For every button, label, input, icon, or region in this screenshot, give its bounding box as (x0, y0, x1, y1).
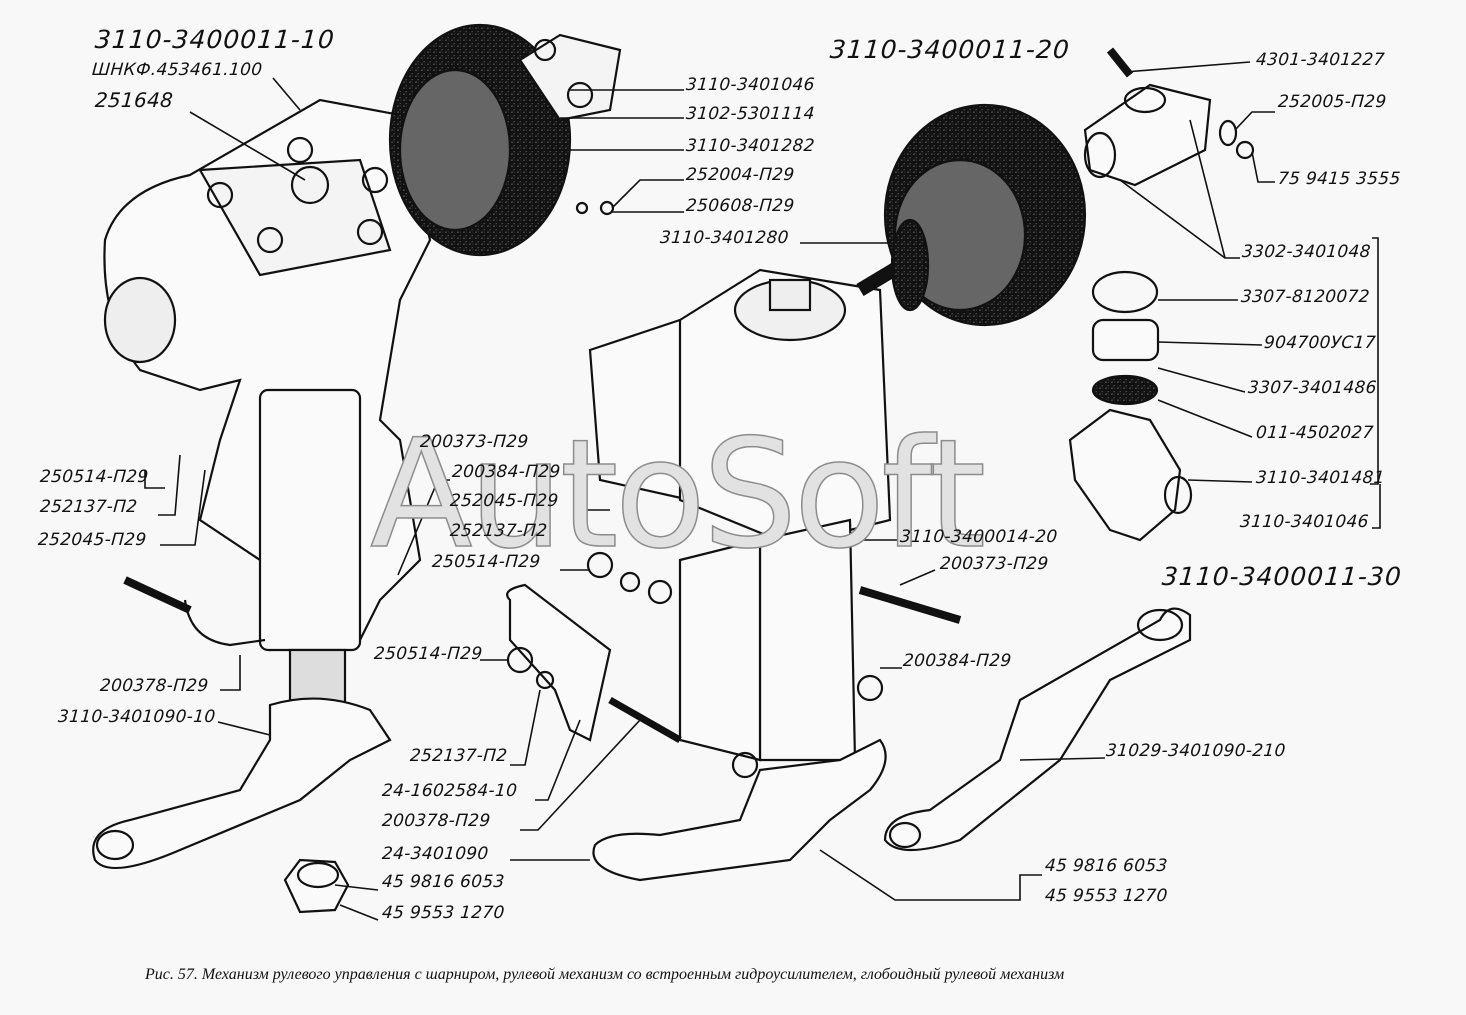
part-label: 250514-П29 (431, 552, 542, 572)
part-label: 3110-3401046 (685, 75, 816, 95)
part-label: 252137-П2 (449, 521, 549, 541)
part-label: 252137-П2 (409, 746, 509, 766)
part-label: 252004-П29 (685, 165, 796, 185)
part-label: 904700УС17 (1263, 333, 1377, 353)
part-label: 4301-3401227 (1255, 50, 1386, 70)
figure-caption: Рис. 57. Механизм рулевого управления с … (145, 966, 1065, 983)
part-label: 200373-П29 (419, 432, 530, 452)
part-label: 45 9553 1270 (1044, 886, 1169, 906)
part-label: 3302-3401048 (1241, 242, 1372, 262)
assembly-label: 3110-3400011-20 (828, 35, 1071, 64)
part-label: 200373-П29 (939, 554, 1050, 574)
part-label: 3110-3401090-10 (57, 707, 217, 727)
part-label: 200378-П29 (381, 811, 492, 831)
part-label: 3110-3400014-20 (899, 527, 1059, 547)
part-label: 45 9816 6053 (381, 872, 506, 892)
part-label: ШНКФ.453461.100 (91, 60, 264, 80)
part-label: 3307-3401486 (1247, 378, 1378, 398)
assembly-label: 3110-3400011-30 (1160, 562, 1403, 591)
part-label: 250608-П29 (685, 196, 796, 216)
part-label: 3110-3401282 (685, 136, 816, 156)
leader-lines (144, 61, 1381, 921)
part-label: 45 9553 1270 (381, 903, 506, 923)
part-label: 3307-8120072 (1240, 287, 1371, 307)
part-label: 252045-П29 (37, 530, 148, 550)
part-label: 75 9415 3555 (1277, 169, 1402, 189)
center-steering-gear (506, 223, 964, 882)
part-label: 250514-П29 (373, 644, 484, 664)
left-steering-gear (92, 98, 432, 870)
nut-bottom (283, 858, 350, 914)
part-label: 200378-П29 (99, 676, 210, 696)
part-label: 200384-П29 (451, 462, 562, 482)
part-label: 252005-П29 (1277, 92, 1388, 112)
coupling-disc-center (883, 103, 1087, 327)
coupling-disc-left (388, 23, 622, 257)
assembly-label: 3110-3400011-10 (93, 25, 336, 54)
part-label: 251648 (94, 88, 174, 112)
part-label: 24-3401090 (381, 844, 490, 864)
part-label: 3110-3401046 (1239, 512, 1370, 532)
part-label: 250514-П29 (39, 467, 150, 487)
part-label: 252137-П2 (39, 497, 139, 517)
part-label: 24-1602584-10 (381, 781, 518, 801)
part-label: 45 9816 6053 (1044, 856, 1169, 876)
part-label: 3110-3401280 (659, 228, 790, 248)
part-label: 011-4502027 (1255, 423, 1375, 443)
part-label: 200384-П29 (902, 651, 1013, 671)
part-label: 3102-5301114 (685, 104, 816, 124)
universal-joint-parts (883, 47, 1255, 852)
part-label: 252045-П29 (449, 491, 560, 511)
part-label: 3110-3401481 (1255, 468, 1386, 488)
part-label: 31029-3401090-210 (1105, 741, 1287, 761)
watermark: AutoSoft (369, 408, 987, 582)
